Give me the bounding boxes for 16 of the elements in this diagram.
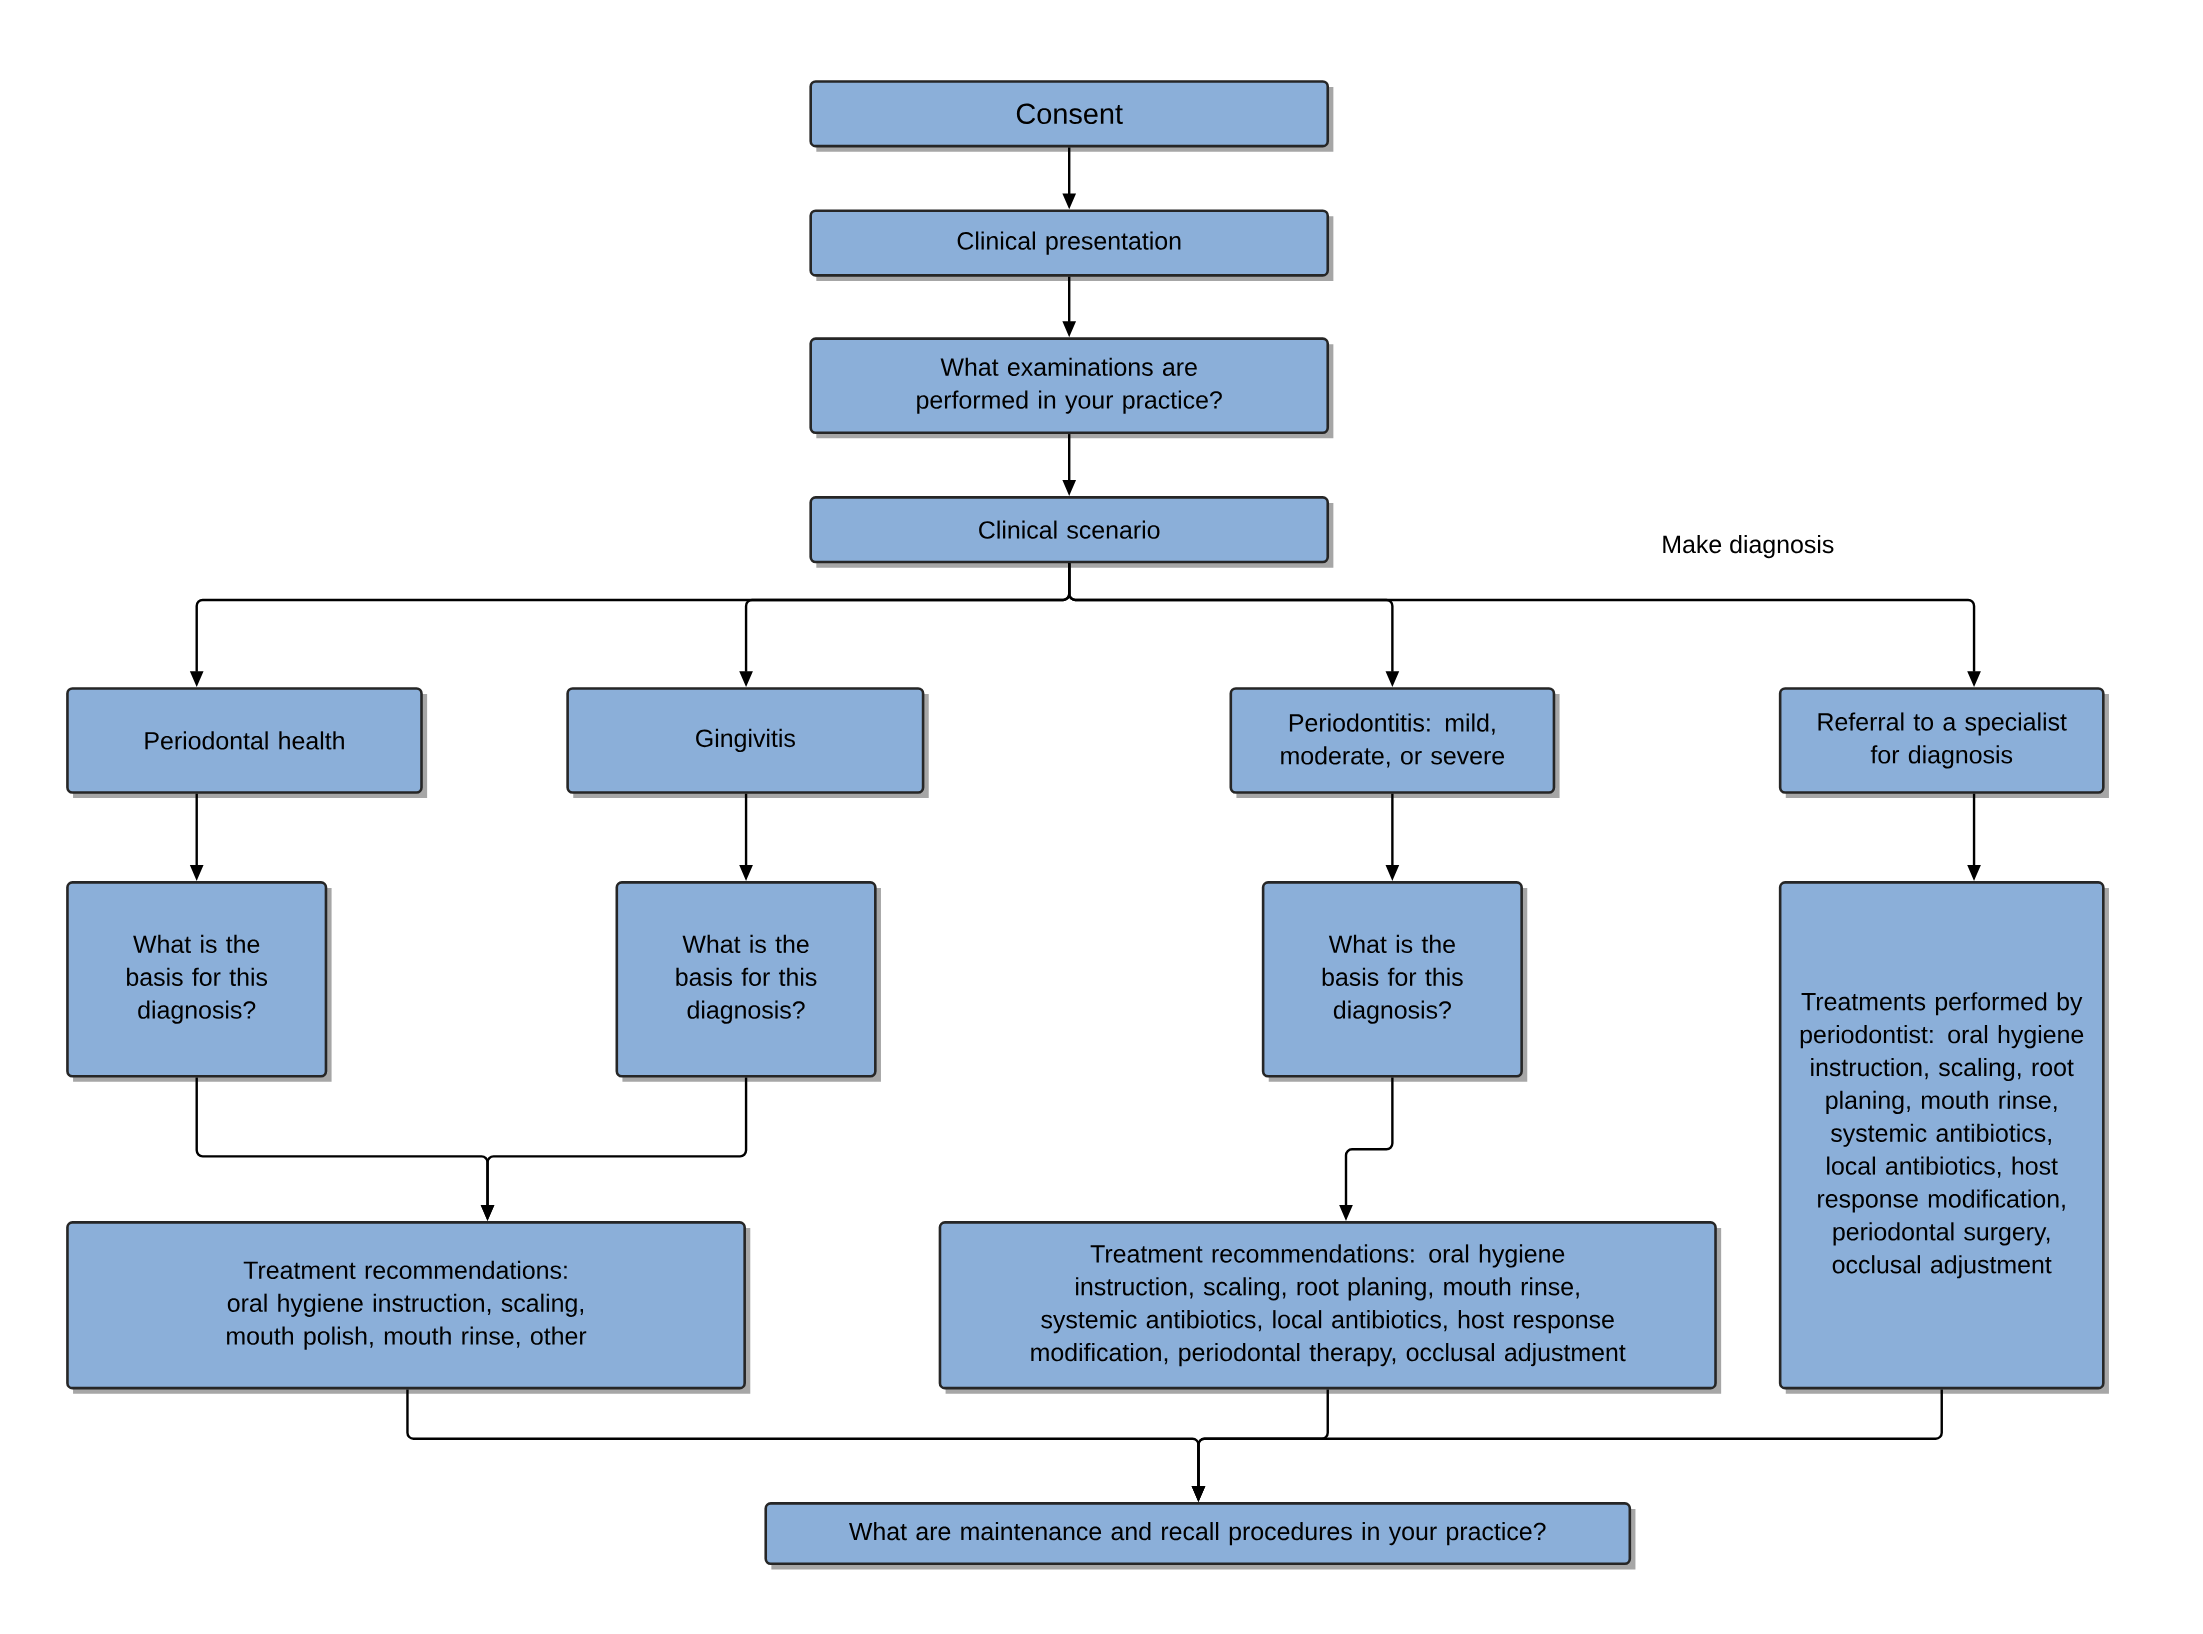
- process-box: What examinations are performed in your practice?: [809, 337, 1334, 439]
- process-box: Gingivitis: [566, 687, 929, 799]
- process-box: What is the basis for this diagnosis?: [1261, 881, 1528, 1082]
- process-box: Treatment recommendations: oral hygiene instruction, scaling, root planing, mouth rinse, systemic antibiotics, local antibiotics, host response modification, periodontal therapy, occlusal adjustment: [938, 1221, 1722, 1394]
- process-box: What are maintenance and recall procedures in your practice?: [764, 1502, 1636, 1570]
- process-box: Referral to a specialist for diagnosis: [1778, 687, 2109, 799]
- note-text: Make diagnosis: [1663, 534, 1834, 559]
- process-box: Periodontitis: mild, moderate, or severe: [1229, 687, 1560, 799]
- process-box: Clinical scenario: [809, 496, 1334, 568]
- process-box: Treatments performed by periodontist: oral hygiene instruction, scaling, root planing, mouth rinse, systemic antibiotics, local antibiotics, host response modification, periodontal surgery, occlusal adjustment: [1778, 881, 2109, 1394]
- process-box: Consent: [809, 80, 1334, 152]
- process-box: Periodontal health: [66, 687, 428, 799]
- process-box: What is the basis for this diagnosis?: [615, 881, 881, 1082]
- process-box: What is the basis for this diagnosis?: [66, 881, 332, 1082]
- process-box: Treatment recommendations: oral hygiene instruction, scaling, mouth polish, mouth rinse, other: [66, 1221, 751, 1394]
- process-box: Clinical presentation: [809, 209, 1334, 281]
